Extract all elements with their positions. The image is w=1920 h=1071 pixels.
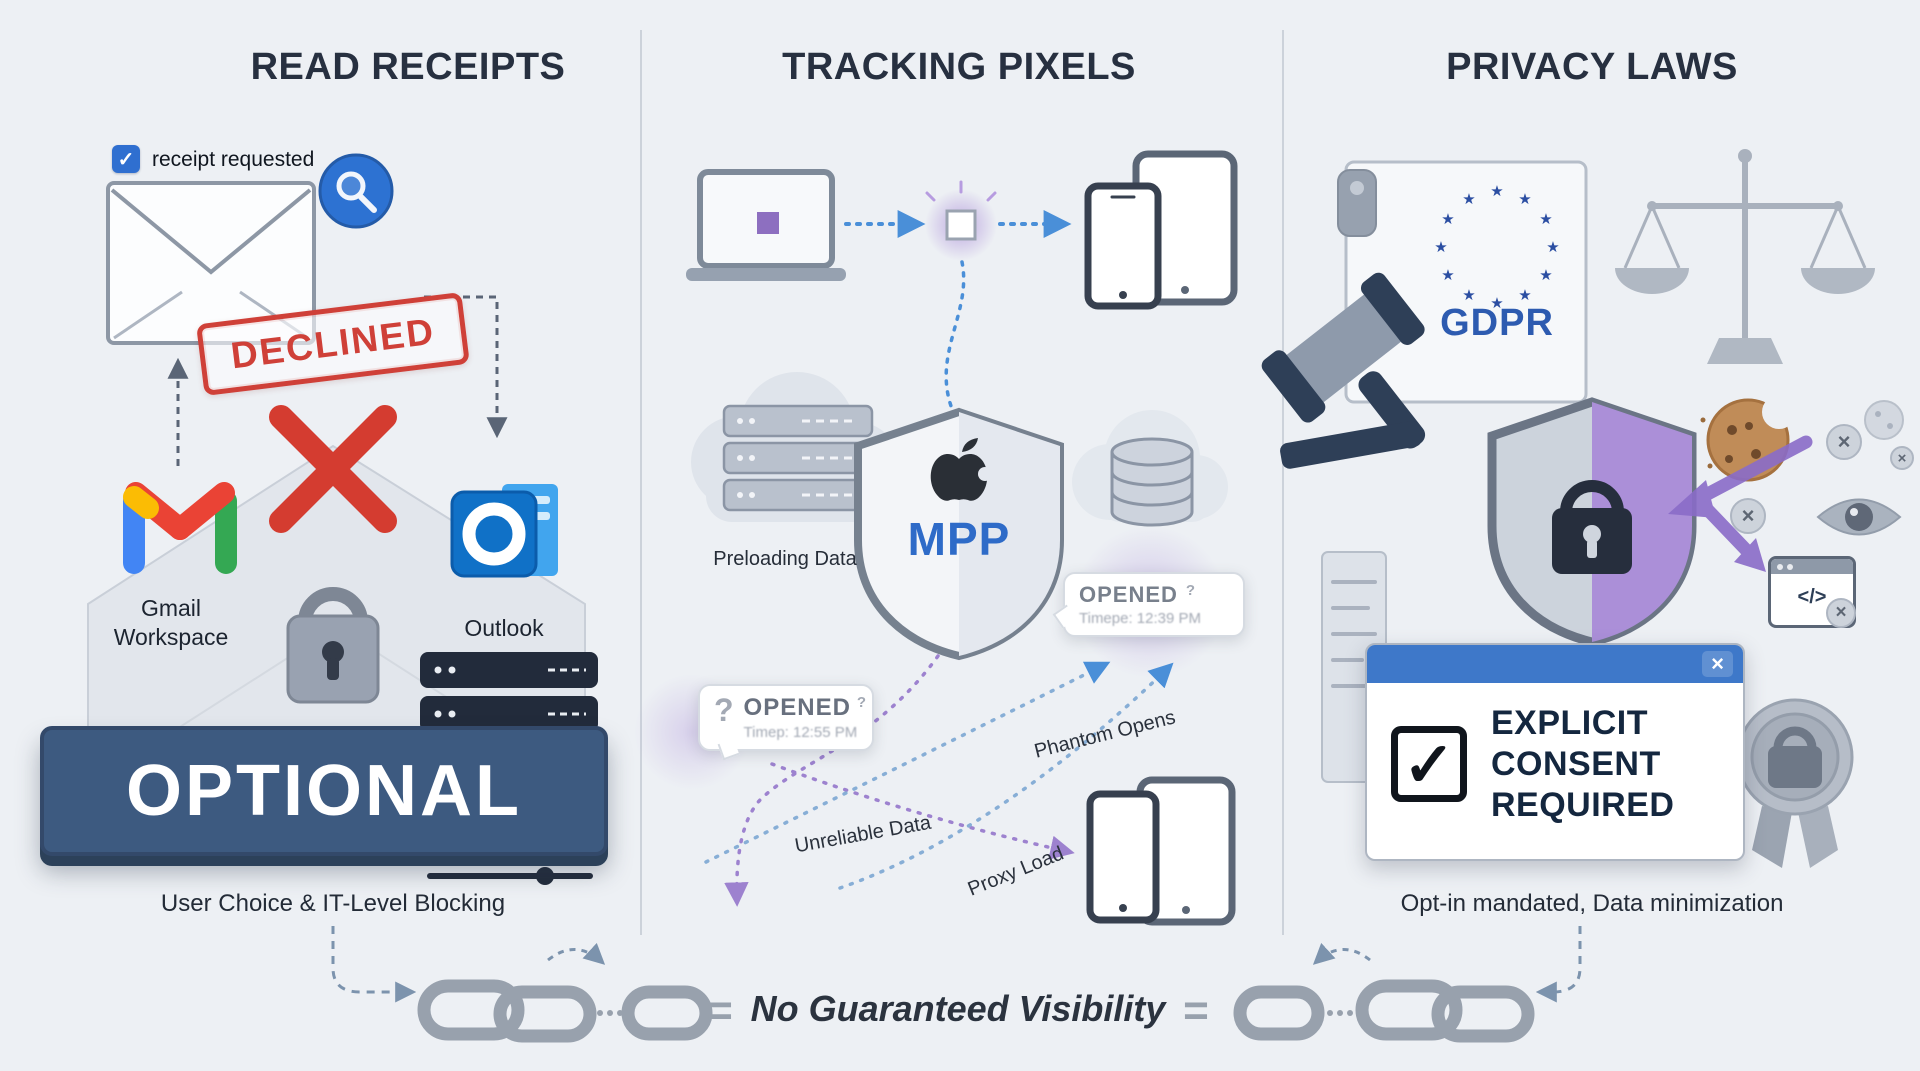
- cookie-icon: [1700, 395, 1796, 482]
- multiply-icon: ×: [1897, 449, 1907, 467]
- read-receipts-caption: User Choice & IT-Level Blocking: [160, 890, 506, 917]
- opened-bubble-left: ? OPENED ? Timep: 12:55 PM: [698, 684, 874, 761]
- eu-star-icon: ★: [1462, 190, 1475, 208]
- eu-star-icon: ★: [1441, 210, 1454, 228]
- code-glyph: </>: [1797, 585, 1827, 608]
- consent-line-2: CONSENT: [1491, 744, 1661, 783]
- gavel-icon: [1261, 272, 1426, 469]
- opened-bubble-left-title: OPENED: [743, 694, 851, 721]
- privacy-shield-lock-icon: [1487, 397, 1697, 647]
- section-title-read-receipts: READ RECEIPTS: [250, 46, 566, 88]
- devices-bottom-icon: [1086, 776, 1236, 926]
- receipt-checkbox: ✓: [112, 145, 140, 173]
- gmail-label-line2: Workspace: [113, 624, 229, 651]
- eu-star-icon: ★: [1546, 238, 1559, 256]
- gmail-label: Gmail Workspace: [114, 594, 229, 653]
- connector-left: [331, 926, 417, 1003]
- connector-right: [1535, 926, 1582, 1003]
- broken-chain-left-icon: [417, 979, 713, 1043]
- curve-phantom-opens-2: [838, 662, 1174, 890]
- question-icon: ?: [856, 694, 867, 711]
- close-icon: ×: [1702, 651, 1733, 677]
- opened-bubble-right-title: OPENED: [1079, 582, 1178, 607]
- eu-star-icon: ★: [1441, 266, 1454, 284]
- consent-line-3: REQUIRED: [1491, 785, 1675, 824]
- apple-logo-icon: [930, 438, 992, 501]
- eu-star-icon: ★: [1539, 210, 1552, 228]
- question-icon: ?: [1185, 582, 1196, 599]
- chevron-right-gap: [1312, 942, 1371, 965]
- eye-icon: [1816, 498, 1902, 536]
- opened-bubble-left-time: Timep: 12:55 PM: [743, 724, 858, 741]
- receipt-checkbox-label: receipt requested: [152, 148, 315, 171]
- equals-sign-right: =: [1183, 986, 1209, 1035]
- eu-stars-circle: ★ ★ ★ ★ ★ ★ ★ ★ ★ ★ ★ ★: [1434, 182, 1559, 312]
- optional-banner: OPTIONAL: [40, 726, 608, 856]
- consent-line-1: EXPLICIT: [1491, 704, 1649, 742]
- blocked-cookie-icon: ×: [1826, 424, 1862, 460]
- purple-block-arrow: [1668, 435, 1813, 572]
- eu-star-icon: ★: [1462, 286, 1475, 304]
- broken-chain-right-icon: [1233, 979, 1535, 1043]
- red-x-icon: [269, 405, 397, 533]
- section-title-tracking-pixels: TRACKING PIXELS: [782, 46, 1136, 88]
- gdpr-label: GDPR: [1440, 302, 1554, 344]
- consent-text: EXPLICIT CONSENT REQUIRED: [1491, 703, 1674, 825]
- eu-star-icon: ★: [1490, 182, 1503, 200]
- outlook-logo-icon: [450, 484, 558, 578]
- server-rack-icon: [420, 652, 598, 885]
- gmail-label-line1: Gmail: [140, 595, 202, 621]
- eu-star-icon: ★: [1434, 238, 1447, 256]
- cloud-database-icon: [1072, 410, 1228, 527]
- question-icon: ?: [714, 692, 734, 728]
- curve-proxy-load: [770, 762, 1075, 860]
- mpp-shield-icon: [854, 407, 1064, 661]
- section-title-privacy-laws: PRIVACY LAWS: [1446, 46, 1738, 88]
- multiply-icon: ×: [1837, 429, 1851, 454]
- preloading-data-label: Preloading Data: [713, 548, 857, 570]
- curve-pixel-to-shield: [944, 260, 966, 408]
- multiply-icon: ×: [1741, 503, 1755, 528]
- chain-gap-dots: [1327, 1010, 1353, 1016]
- check-icon: ✓: [117, 148, 135, 171]
- laptop-icon: [686, 169, 846, 281]
- opened-bubble-right-time: Timepe: 12:39 PM: [1079, 610, 1201, 627]
- optional-banner-text: OPTIONAL: [126, 751, 522, 831]
- code-window-icon: </>: [1768, 556, 1856, 628]
- code-window-titlebar: [1771, 559, 1853, 574]
- footer-text: No Guaranteed Visibility: [750, 988, 1166, 1029]
- multiply-icon: ×: [1835, 602, 1847, 623]
- blocked-script-icon: ×: [1826, 598, 1856, 628]
- equals-sign-left: =: [707, 986, 733, 1035]
- check-icon: ✓: [1403, 730, 1455, 800]
- padlock-icon: [286, 587, 380, 704]
- gmail-logo-icon: [123, 482, 237, 574]
- mpp-label: MPP: [907, 513, 1011, 565]
- ghost-cookie-icon: [1864, 400, 1904, 440]
- eu-star-icon: ★: [1539, 266, 1552, 284]
- eu-star-icon: ★: [1518, 190, 1531, 208]
- seal-ribbon-icon: [1736, 698, 1854, 868]
- consent-dialog: × ✓ EXPLICIT CONSENT REQUIRED: [1365, 643, 1745, 861]
- privacy-laws-caption: Opt-in mandated, Data minimization: [1400, 890, 1784, 917]
- consent-dialog-titlebar: ×: [1367, 645, 1743, 683]
- blocked-eye-icon: ×: [1730, 498, 1766, 534]
- curve-unreliable-data: [724, 654, 940, 907]
- devices-top-icon: [1084, 150, 1238, 310]
- tracking-pixel-glow-icon: [925, 180, 997, 261]
- magnifier-badge-icon: [318, 153, 394, 229]
- consent-checkbox: ✓: [1391, 726, 1467, 803]
- eu-star-icon: ★: [1490, 294, 1503, 312]
- scales-of-justice-icon: [1615, 149, 1875, 364]
- eu-star-icon: ★: [1518, 286, 1531, 304]
- chain-gap-dots: [597, 1010, 623, 1016]
- opened-bubble-right: OPENED ? Timepe: 12:39 PM: [1052, 572, 1245, 637]
- outlook-label: Outlook: [464, 615, 544, 641]
- blocked-ghost-cookie-icon: ×: [1890, 446, 1914, 470]
- chevron-left-gap: [547, 942, 606, 965]
